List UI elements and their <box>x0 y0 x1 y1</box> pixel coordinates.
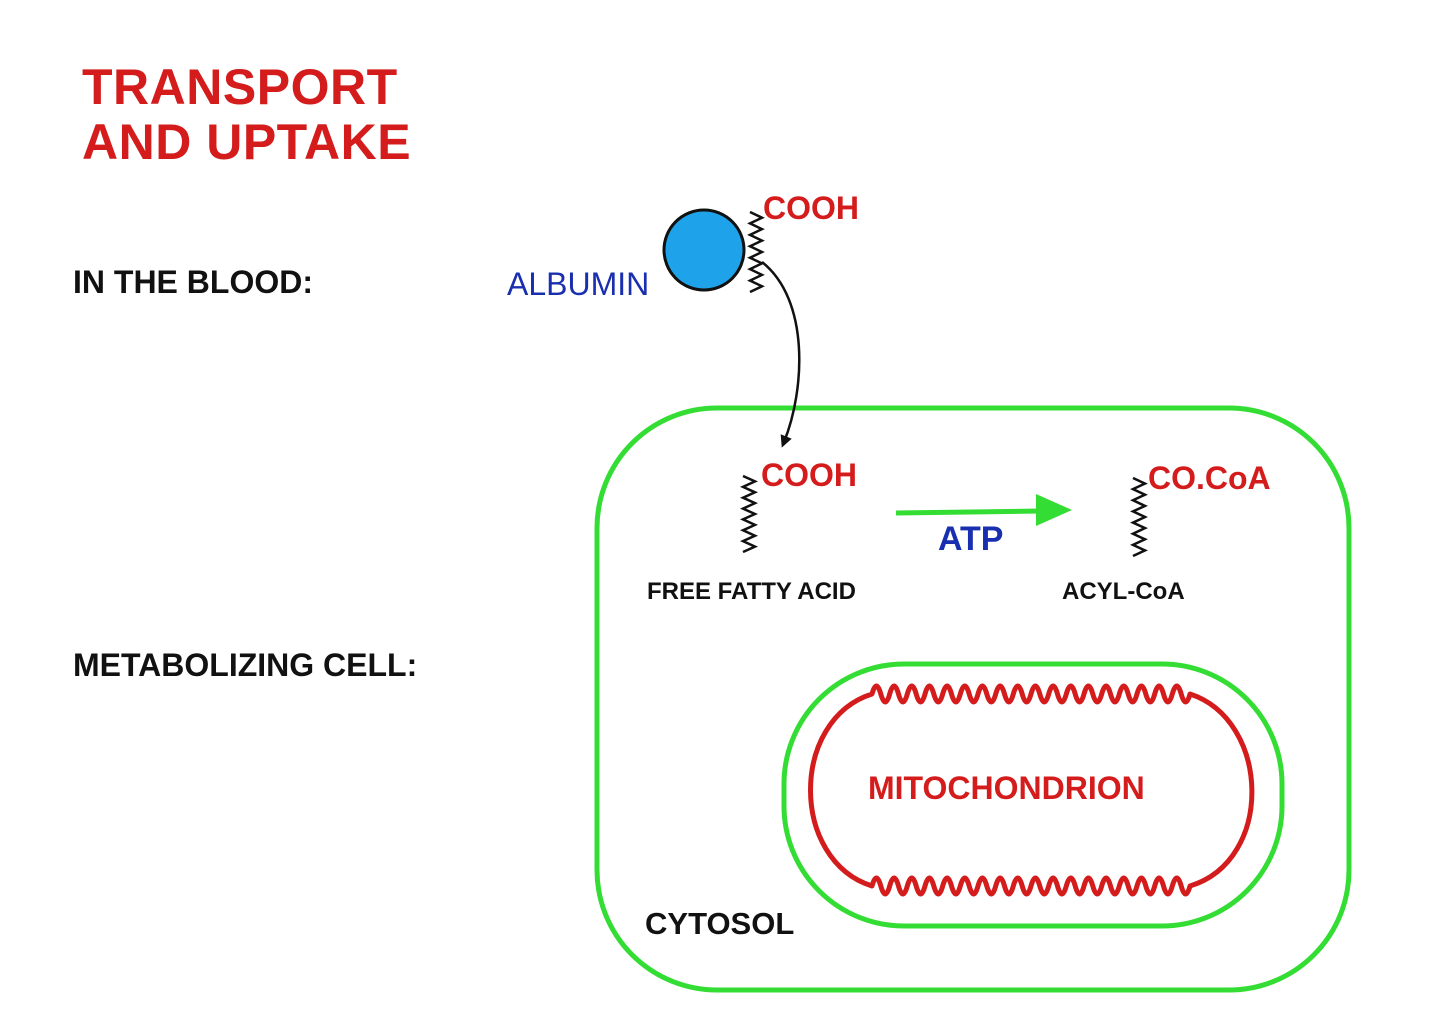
title-line-1: TRANSPORT <box>82 59 398 115</box>
title-line-2: AND UPTAKE <box>82 114 412 170</box>
mitochondrion-outer-membrane <box>781 661 1285 929</box>
cooh-blood-label: COOH <box>763 190 859 226</box>
cell-section-label: METABOLIZING CELL: <box>73 647 418 683</box>
fatty-acid-chain-blood <box>747 210 765 294</box>
atp-label: ATP <box>938 520 1004 558</box>
cell-membrane <box>594 405 1352 993</box>
co-coa-label: CO.CoA <box>1148 460 1271 496</box>
activation-arrow-head <box>1036 494 1072 526</box>
free-fatty-acid-label: FREE FATTY ACID <box>647 578 856 605</box>
activation-arrow-shaft <box>895 508 1041 516</box>
fatty-acid-chain-cell <box>739 474 759 554</box>
mitochondrion-label: MITOCHONDRION <box>868 770 1145 806</box>
albumin-label: ALBUMIN <box>507 266 650 302</box>
acyl-coa-label: ACYL-CoA <box>1062 578 1185 605</box>
cooh-cell-label: COOH <box>761 457 857 493</box>
cytosol-label: CYTOSOL <box>645 906 795 941</box>
uptake-arrow <box>761 261 801 448</box>
albumin-sphere <box>662 208 746 292</box>
acyl-chain <box>1130 476 1148 558</box>
blood-section-label: IN THE BLOOD: <box>73 264 313 300</box>
mitochondrion-inner-membrane <box>808 683 1255 897</box>
